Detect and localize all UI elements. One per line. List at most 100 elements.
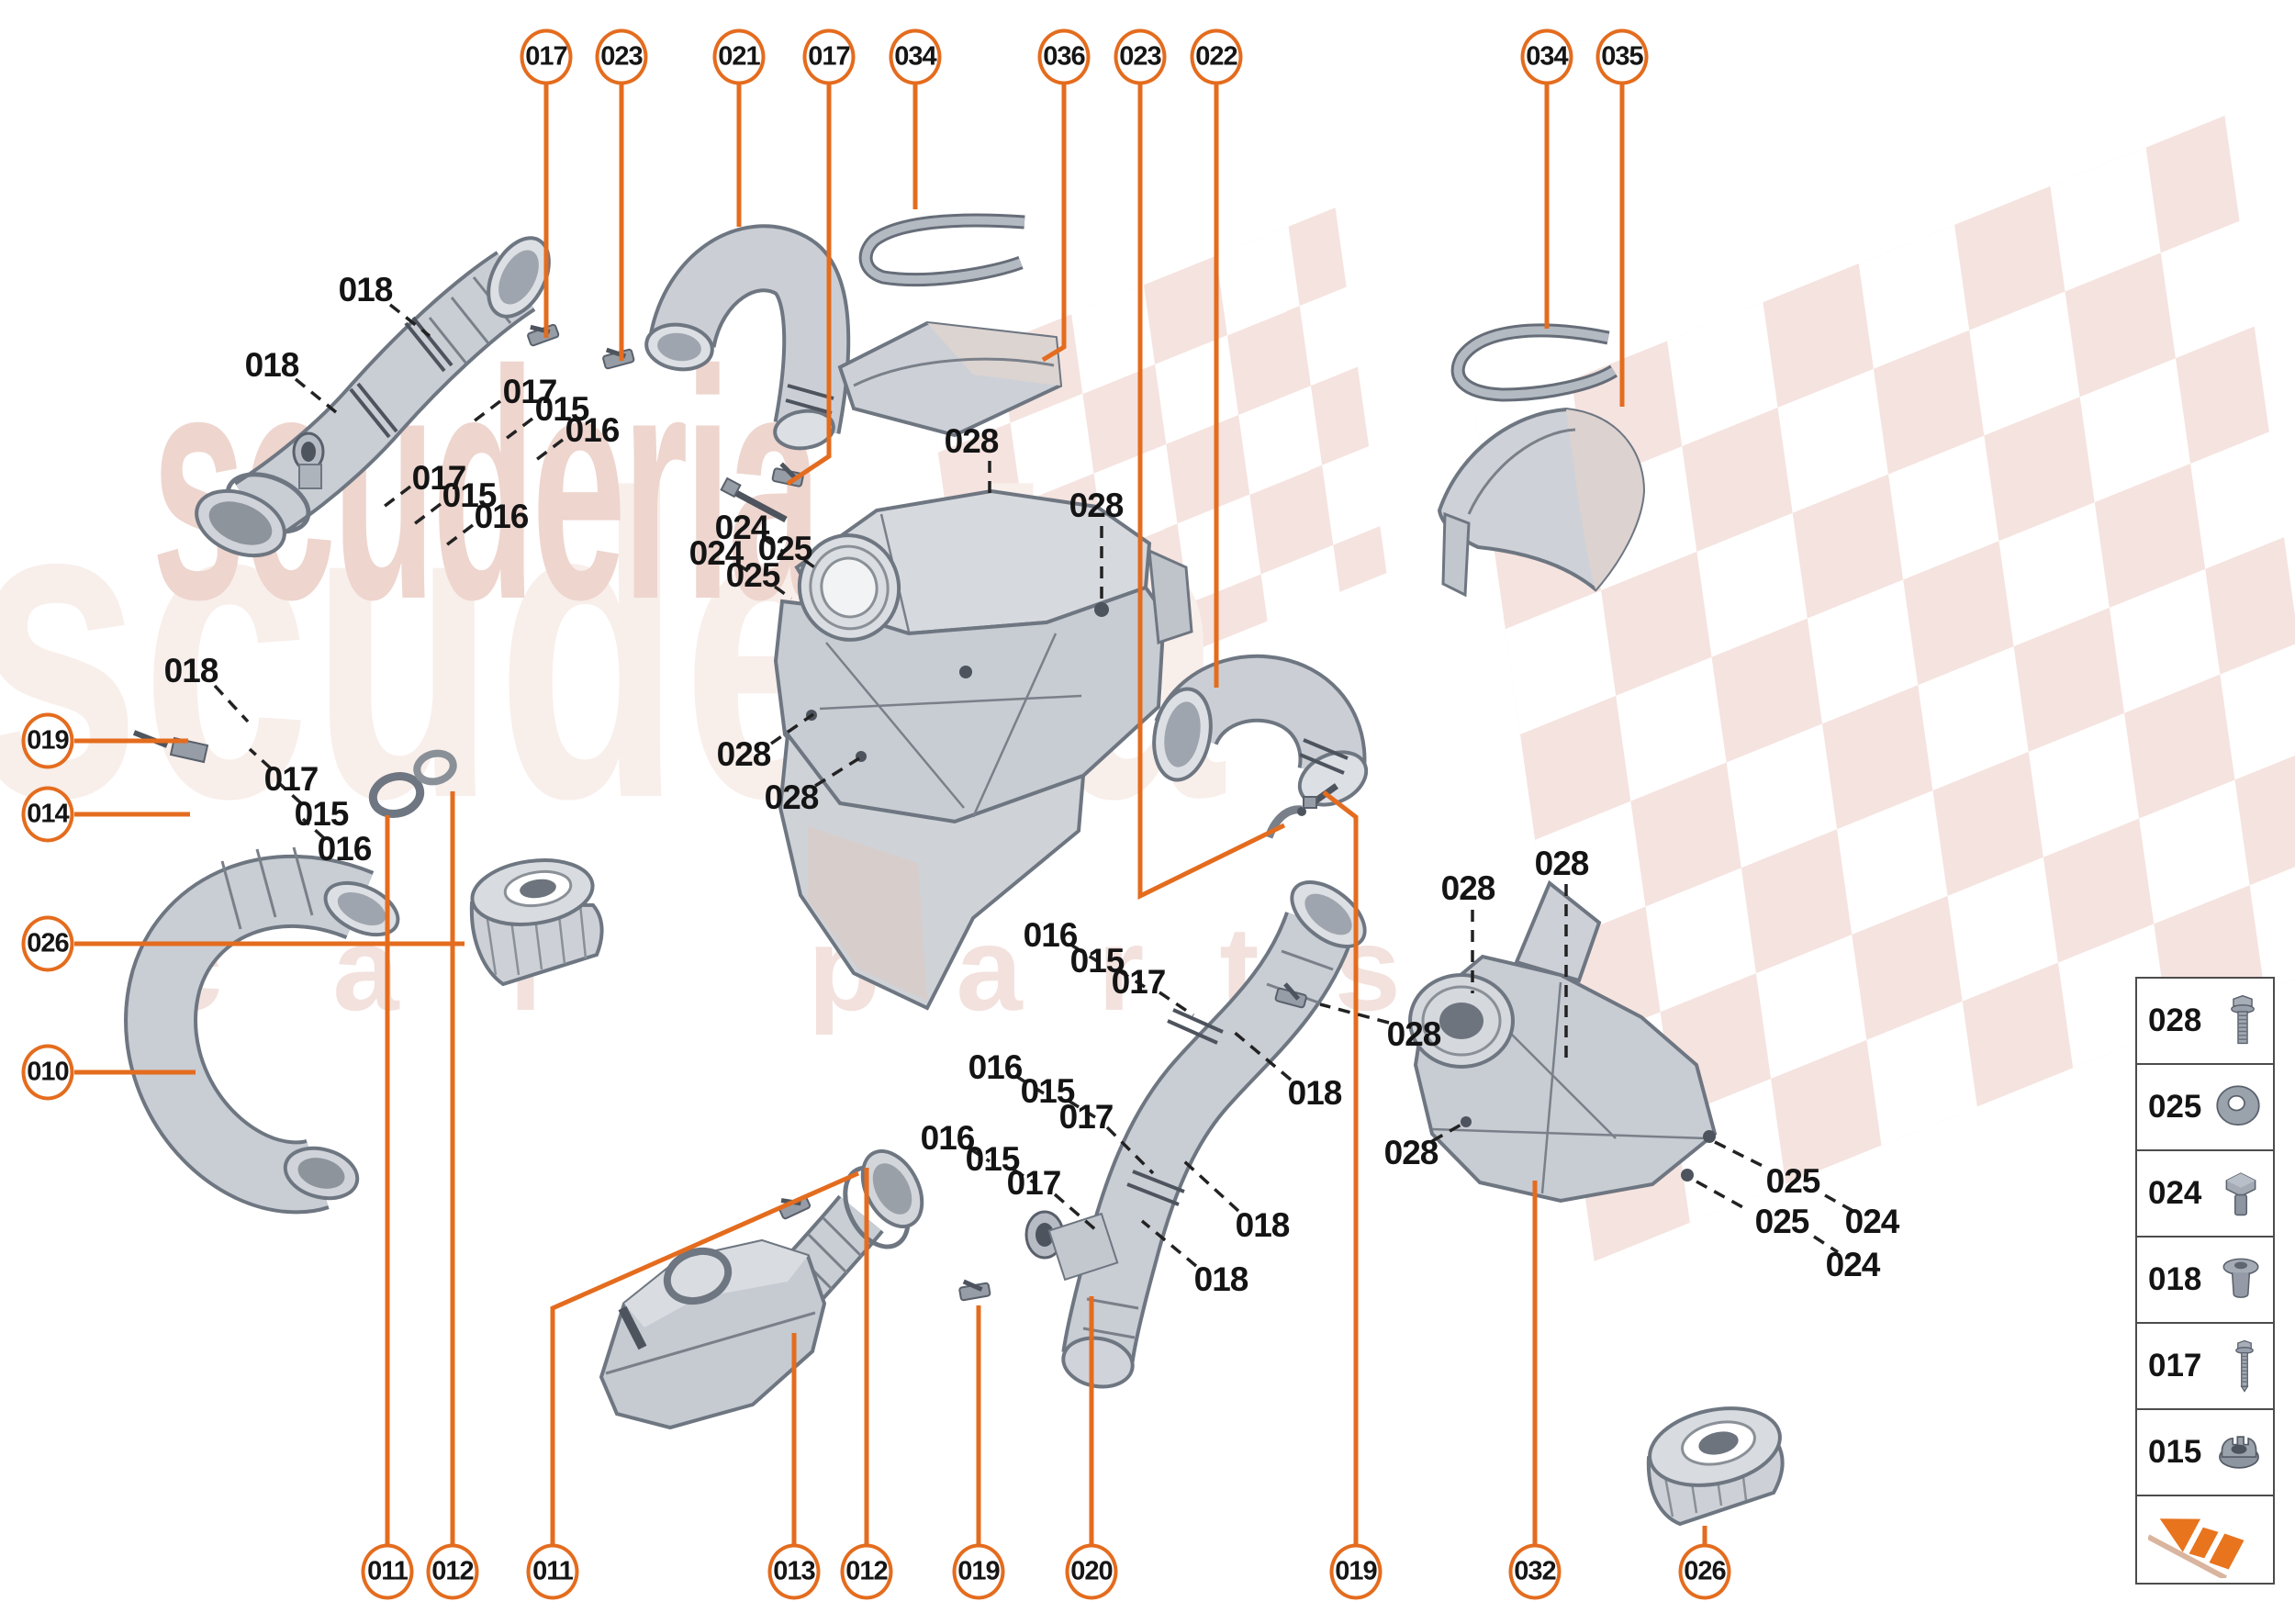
fastener-legend-panel: 028 025 024 018 017 (2135, 977, 2275, 1585)
part-ref-label: 018 (244, 346, 300, 384)
legend-row-028[interactable]: 028 (2137, 979, 2273, 1065)
part-ref-label: 016 (317, 830, 373, 868)
part-callout-number: 017 (808, 41, 850, 72)
part-callout[interactable]: 034 (889, 28, 942, 85)
part-ref-label: 028 (1440, 869, 1496, 907)
part-ref-label: 015 (294, 795, 350, 833)
part-callout[interactable]: 017 (520, 28, 573, 85)
part-callout[interactable]: 019 (21, 712, 74, 769)
part-callout-number: 034 (1526, 41, 1568, 72)
part-callout[interactable]: 012 (840, 1543, 893, 1600)
part-ref-label: 028 (764, 778, 820, 816)
part-callout[interactable]: 019 (1329, 1543, 1383, 1600)
clamp-ring-011-drawing (368, 772, 425, 818)
legend-row-025[interactable]: 025 (2137, 1065, 2273, 1151)
part-callout[interactable]: 011 (526, 1543, 579, 1600)
part-callout-number: 020 (1070, 1556, 1113, 1586)
part-callout-number: 011 (532, 1556, 574, 1586)
part-ref-label: 024 (1844, 1203, 1900, 1240)
part-ref-label: 028 (716, 735, 772, 773)
part-ref-label: 024 (688, 534, 744, 572)
part-callout[interactable]: 011 (361, 1543, 414, 1600)
part-callout[interactable]: 026 (1678, 1543, 1731, 1600)
part-callout-number: 017 (525, 41, 567, 72)
part-callout[interactable]: 013 (767, 1543, 821, 1600)
wire-bracket-034b-drawing (1450, 323, 1618, 402)
part-callout-number: 019 (27, 725, 69, 756)
part-ref-label: 018 (1235, 1206, 1291, 1244)
part-ref-label: 018 (163, 652, 219, 689)
part-ref-label: 016 (1023, 916, 1079, 954)
screw-024-drawing (720, 476, 788, 523)
part-callout[interactable]: 021 (712, 28, 766, 85)
part-ref-label: 017 (411, 459, 467, 497)
part-ref-label: 017 (502, 373, 558, 410)
flange-bolt-icon (2222, 992, 2264, 1049)
part-callout-number: 032 (1514, 1556, 1556, 1586)
part-callout-number: 023 (1119, 41, 1161, 72)
part-ref-label: 015 (1069, 942, 1125, 980)
part-callout-number: 035 (1601, 41, 1643, 72)
part-callout[interactable]: 019 (952, 1543, 1005, 1600)
legend-label: 025 (2148, 1089, 2202, 1125)
elbow-hose-022-drawing (1152, 654, 1369, 807)
legend-label: 017 (2148, 1348, 2202, 1383)
part-ref-label: 017 (1111, 963, 1167, 1001)
part-callout[interactable]: 036 (1037, 28, 1091, 85)
part-ref-label: 025 (1765, 1162, 1821, 1200)
intake-tube-020-drawing (1024, 880, 1367, 1389)
part-ref-label: 024 (1825, 1246, 1881, 1283)
part-callout[interactable]: 017 (802, 28, 856, 85)
part-callout[interactable]: 014 (21, 786, 74, 843)
hex-screw-icon (2218, 1167, 2264, 1220)
part-ref-label: 028 (1069, 487, 1125, 524)
part-ref-label: 015 (442, 476, 498, 514)
part-ref-label: 018 (338, 271, 394, 308)
part-callout-number: 012 (845, 1556, 888, 1586)
part-callout[interactable]: 023 (595, 28, 648, 85)
part-callout-number: 013 (773, 1556, 815, 1586)
part-callout[interactable]: 022 (1190, 28, 1243, 85)
elbow-hose-021-drawing (644, 224, 851, 451)
legend-row-024[interactable]: 024 (2137, 1151, 2273, 1238)
part-callout-number: 019 (1335, 1556, 1377, 1586)
wire-bracket-034-drawing (858, 213, 1025, 287)
air-duct-036-drawing (837, 320, 1063, 438)
part-ref-label: 028 (1534, 845, 1590, 882)
part-callout-number: 036 (1043, 41, 1085, 72)
part-callout[interactable]: 032 (1508, 1543, 1562, 1600)
part-callout[interactable]: 020 (1065, 1543, 1118, 1600)
part-ref-label: 017 (1058, 1098, 1114, 1136)
legend-label: 015 (2148, 1434, 2202, 1470)
part-ref-label: 028 (1386, 1015, 1442, 1053)
legend-label: 028 (2148, 1002, 2202, 1038)
part-callout[interactable]: 010 (21, 1044, 74, 1101)
legend-row-018[interactable]: 018 (2137, 1238, 2273, 1324)
legend-label: 018 (2148, 1261, 2202, 1297)
part-ref-label: 025 (725, 556, 781, 594)
part-callout[interactable]: 035 (1595, 28, 1649, 85)
grommet-icon (2214, 1428, 2264, 1477)
intake-cover-035-drawing (1437, 407, 1646, 598)
part-ref-label: 015 (534, 390, 590, 428)
part-callout[interactable]: 023 (1114, 28, 1167, 85)
legend-row-017[interactable]: 017 (2137, 1324, 2273, 1410)
part-ref-label: 018 (1193, 1260, 1249, 1298)
part-ref-label: 025 (1754, 1203, 1810, 1240)
air-filter-026b-drawing (1646, 1406, 1785, 1527)
rivet-nut-icon (2218, 1253, 2264, 1306)
resonator-013-drawing (599, 1148, 924, 1430)
part-callout[interactable]: 026 (21, 915, 74, 972)
part-callout[interactable]: 034 (1520, 28, 1573, 85)
air-cleaner-housing-drawing (773, 488, 1193, 1011)
part-ref-label: 018 (1287, 1074, 1343, 1112)
intake-tube-010-drawing (124, 846, 400, 1215)
part-ref-label: 016 (474, 498, 530, 535)
part-callout[interactable]: 012 (426, 1543, 479, 1600)
legend-row-015[interactable]: 015 (2137, 1410, 2273, 1496)
legend-arrow-row[interactable] (2137, 1496, 2273, 1583)
legend-label: 024 (2148, 1175, 2202, 1211)
